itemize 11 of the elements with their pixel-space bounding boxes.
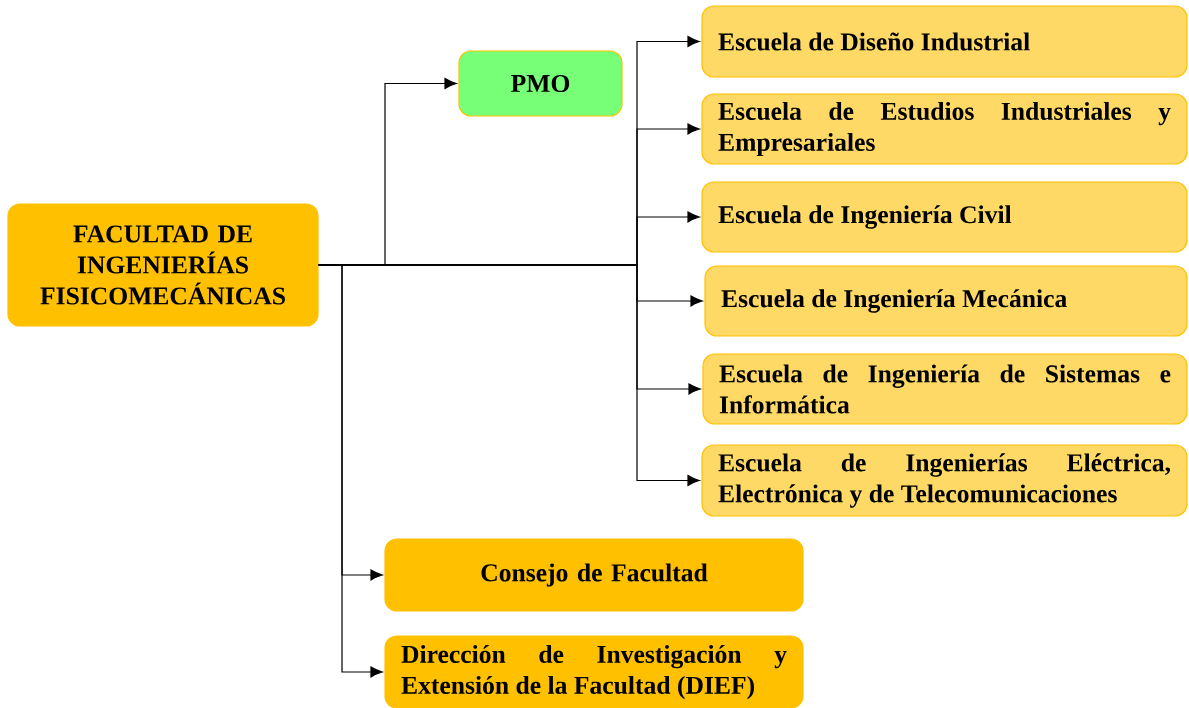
direction-box: Dirección de Investigación y Extensión de la Facultad (DIEF): [384, 635, 804, 708]
school-box: Escuela de Ingeniería Civil: [701, 181, 1188, 253]
council-box: Consejo de Facultad: [384, 538, 804, 612]
school-box: Escuela de Diseño Industrial: [701, 5, 1188, 78]
school-box: Escuela de Estudios Industriales y Empresariales: [701, 93, 1188, 165]
school-box: Escuela de Ingeniería de Sistemas e Informática: [702, 353, 1188, 425]
office-box: PMO: [458, 50, 623, 117]
faculty-box: FACULTAD DE INGENIERÍAS FISICOMECÁNICAS: [7, 203, 319, 327]
school-box: Escuela de Ingeniería Mecánica: [704, 265, 1188, 337]
arrow: [318, 264, 383, 678]
school-box: Escuela de Ingenierías Eléctrica, Electrónica y de Telecomunicaciones: [701, 444, 1188, 517]
